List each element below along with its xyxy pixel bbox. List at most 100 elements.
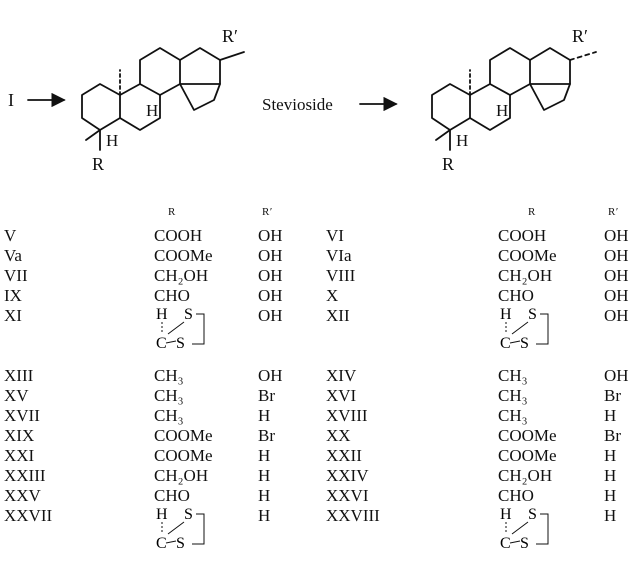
left-row-R: COOMe [154,446,213,465]
left-row-label: XXVII [4,506,53,525]
left-row-Rprime: H [258,446,271,465]
right-row-R: CH₃ [498,366,528,385]
left-row-label: IX [4,286,22,305]
left-row-Rprime: H [258,506,271,525]
left-row-R: CH₃ [154,366,184,385]
left-Rprime: R′ [222,26,238,46]
left-R: R [92,154,104,174]
left-row-Rprime: Br [258,386,275,405]
right-row-Rprime: H [604,486,617,505]
right-row-Rprime: OH [604,226,629,245]
right-row-R: CH₃ [498,406,528,425]
right-row-Rprime: Br [604,386,621,405]
left-row-Rprime: OH [258,306,283,325]
left-row-label: XI [4,306,22,325]
left-row-Rprime: Br [258,426,275,445]
left-row-label: XIII [4,366,34,385]
right-R: R [442,154,454,174]
svg-text:S: S [176,535,185,552]
left-header-R: R [168,206,176,218]
structure-right [431,47,597,151]
right-row-R: COOMe [498,446,557,465]
left-row-label: XXV [4,486,41,505]
svg-text:C: C [156,335,167,352]
left-row-Rprime: H [258,486,271,505]
left-row-R: CHO [154,286,190,305]
right-row-R: CHO [498,486,534,505]
svg-text:S: S [184,306,193,323]
right-row-Rprime: Br [604,426,621,445]
left-row-label: XVII [4,406,40,425]
right-row-Rprime: H [604,446,617,465]
svg-text:S: S [176,335,185,352]
left-H-upper: H [146,101,158,120]
left-row-R: CH₃ [154,386,184,405]
right-row-Rprime: H [604,466,617,485]
right-row-R: COOMe [498,426,557,445]
right-row-label: XX [326,426,351,445]
structure-left [81,47,245,151]
right-row-Rprime: H [604,506,617,525]
left-row-label: XXI [4,446,35,465]
right-row-R: CHO [498,286,534,305]
svg-text:H: H [156,306,168,323]
right-header-Rprime: R′ [608,206,619,218]
svg-text:S: S [520,535,529,552]
left-row-R: CH₃ [154,406,184,425]
left-row-label: VII [4,266,28,285]
left-row-label: XIX [4,426,35,445]
left-row-R: COOH [154,226,203,245]
svg-text:C: C [500,535,511,552]
svg-text:S: S [528,306,537,323]
right-row-Rprime: OH [604,366,629,385]
svg-text:S: S [528,506,537,523]
right-row-Rprime: OH [604,286,629,305]
svg-text:C: C [156,535,167,552]
left-row-Rprime: OH [258,366,283,385]
right-row-label: X [326,286,339,305]
left-row-R: CH₂OH [154,466,209,485]
right-row-label: XXII [326,446,362,465]
compound-I-label: I [8,90,14,110]
right-Rprime: R′ [572,26,588,46]
svg-text:H: H [500,506,512,523]
svg-text:S: S [184,506,193,523]
left-dithiolane-XXVII: H S C S [156,506,205,552]
right-row-Rprime: OH [604,246,629,265]
right-H-lower: H [456,131,468,150]
left-row-R: CH₂OH [154,266,209,285]
right-row-R: CH₂OH [498,266,553,285]
left-row-label: XV [4,386,29,405]
right-row-R: COOH [498,226,547,245]
right-row-label: XVI [326,386,357,405]
svg-text:S: S [520,335,529,352]
svg-text:C: C [500,335,511,352]
reaction-scheme: I R′ H H R Stevioside R′ H H R [8,26,597,174]
right-row-Rprime: OH [604,266,629,285]
right-row-Rprime: OH [604,306,629,325]
right-row-R: CH₂OH [498,466,553,485]
right-row-label: XXVIII [326,506,380,525]
right-row-label: VIa [326,246,352,265]
left-row-Rprime: OH [258,246,283,265]
right-dithiolane-XXVIII: H S C S [500,506,549,552]
left-row-Rprime: H [258,466,271,485]
left-row-R: CHO [154,486,190,505]
right-row-label: XXIV [326,466,369,485]
right-row-label: XIV [326,366,357,385]
svg-text:H: H [156,506,168,523]
left-dithiolane-XI: H S C S [156,306,205,352]
right-row-R: COOMe [498,246,557,265]
right-H-upper: H [496,101,508,120]
left-row-label: V [4,226,17,245]
reagent-label: Stevioside [262,95,333,114]
right-header-R: R [528,206,536,218]
left-row-Rprime: OH [258,266,283,285]
left-row-R: COOMe [154,426,213,445]
left-row-Rprime: OH [258,226,283,245]
left-header-Rprime: R′ [262,206,273,218]
right-row-label: XXVI [326,486,369,505]
left-row-label: Va [4,246,22,265]
left-row-Rprime: OH [258,286,283,305]
left-H-lower: H [106,131,118,150]
